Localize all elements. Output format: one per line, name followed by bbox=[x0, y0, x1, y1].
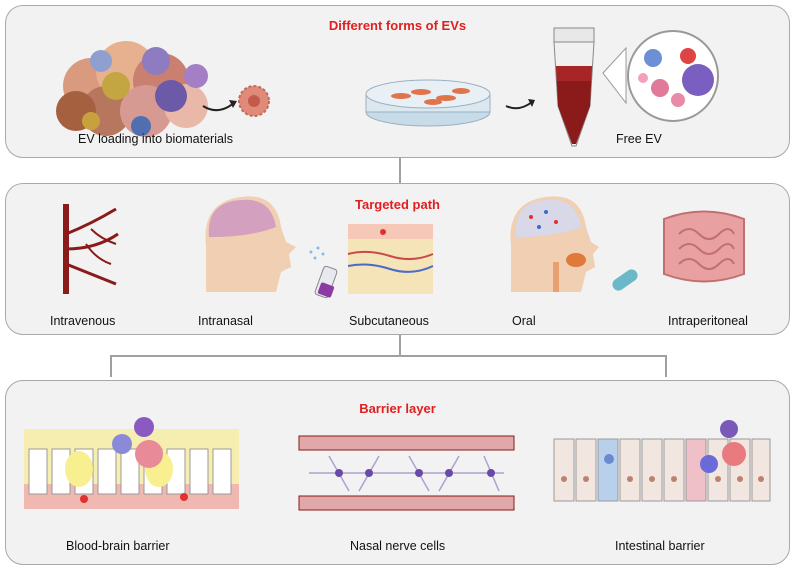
path-panel: Targeted path Intravenous Intranasal Sub… bbox=[5, 183, 790, 335]
intestine-illustration bbox=[663, 210, 745, 283]
label-oral: Oral bbox=[512, 314, 536, 328]
head-intranasal-illustration bbox=[205, 196, 338, 299]
connector-horizontal bbox=[110, 355, 667, 357]
label-nasal-nerve-cells: Nasal nerve cells bbox=[350, 539, 446, 553]
label-free-ev: Free EV bbox=[616, 132, 662, 146]
label-intravenous: Intravenous bbox=[50, 314, 116, 328]
head-oral-illustration bbox=[510, 196, 638, 292]
intestinal-barrier-illustration bbox=[553, 420, 771, 502]
forms-panel: Different forms of EVs EV loading into b… bbox=[5, 5, 790, 158]
barrier-panel: Barrier layer Blood-brain barrier bbox=[5, 380, 790, 565]
blood-brain-barrier-illustration bbox=[24, 417, 239, 509]
centrifuge-tube-illustration bbox=[553, 27, 595, 147]
path-panel-title: Targeted path bbox=[355, 197, 440, 212]
label-intestinal-barrier: Intestinal barrier bbox=[615, 539, 705, 553]
connector-top bbox=[399, 157, 401, 183]
label-intraperitoneal: Intraperitoneal bbox=[668, 314, 748, 328]
nasal-nerve-cells-illustration bbox=[298, 435, 515, 511]
label-blood-brain-barrier: Blood-brain barrier bbox=[66, 539, 170, 553]
dish-to-tube-arrow bbox=[505, 99, 535, 110]
ev-release-arrow bbox=[202, 100, 237, 112]
label-ev-loading: EV loading into biomaterials bbox=[78, 132, 233, 146]
label-subcutaneous: Subcutaneous bbox=[349, 314, 429, 328]
ev-zoom-circle bbox=[602, 30, 719, 122]
barrier-panel-title: Barrier layer bbox=[359, 401, 436, 416]
label-intranasal: Intranasal bbox=[198, 314, 253, 328]
connector-right-drop bbox=[665, 355, 667, 377]
connector-mid bbox=[399, 333, 401, 355]
skin-layers-illustration bbox=[347, 224, 434, 294]
forms-panel-title: Different forms of EVs bbox=[328, 18, 467, 33]
petri-dish-illustration bbox=[365, 79, 491, 127]
single-ev-illustration bbox=[238, 85, 270, 117]
biomaterial-cluster-illustration bbox=[56, 41, 208, 137]
blood-vessel-illustration bbox=[63, 204, 119, 294]
connector-left-drop bbox=[110, 355, 112, 377]
